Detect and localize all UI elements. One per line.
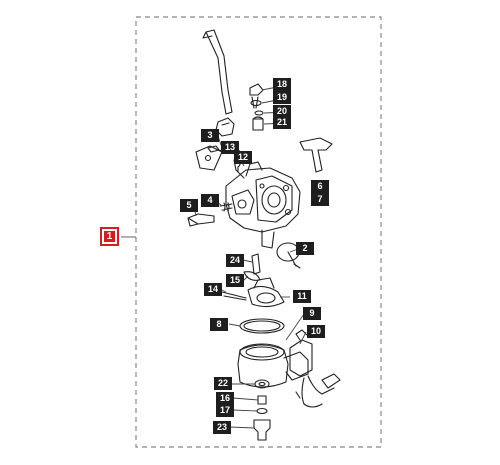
callout-15[interactable]: 15 [226, 274, 244, 287]
callout-17[interactable]: 17 [216, 404, 234, 417]
washer-19 [250, 99, 262, 107]
callout-5[interactable]: 5 [180, 199, 198, 212]
washer-17 [256, 407, 268, 415]
callout-21[interactable]: 21 [273, 116, 291, 129]
assembly-callout-label: 1 [104, 231, 115, 242]
callout-12[interactable]: 12 [234, 151, 252, 164]
callout-22[interactable]: 22 [214, 377, 232, 390]
callout-2[interactable]: 2 [296, 242, 314, 255]
float-bowl-9 [237, 343, 309, 388]
gasket-8 [239, 318, 285, 334]
callout-13[interactable]: 13 [221, 141, 239, 154]
callout-23[interactable]: 23 [213, 421, 231, 434]
screw-18 [249, 83, 264, 109]
callout-3[interactable]: 3 [201, 129, 219, 142]
callout-10[interactable]: 10 [307, 325, 325, 338]
assembly-callout[interactable]: 1 [100, 227, 119, 246]
screw-4 [219, 202, 233, 212]
callout-8[interactable]: 8 [210, 318, 228, 331]
callout-9[interactable]: 9 [303, 307, 321, 320]
pin-14 [221, 291, 247, 301]
screw-5 [187, 213, 215, 227]
plate-12 [195, 145, 223, 171]
throttle-lever [202, 29, 233, 115]
callout-20[interactable]: 20 [273, 105, 291, 118]
carburetor-body [225, 159, 301, 249]
washer-20 [254, 110, 264, 116]
callout-11[interactable]: 11 [293, 290, 311, 303]
choke-shaft [299, 137, 333, 173]
assembly-frame [135, 16, 382, 448]
callout-18[interactable]: 18 [273, 78, 291, 91]
callout-19[interactable]: 19 [273, 91, 291, 104]
needle-24 [251, 253, 261, 275]
callout-7[interactable]: 7 [311, 193, 329, 206]
callout-4[interactable]: 4 [201, 194, 219, 207]
callout-14[interactable]: 14 [204, 283, 222, 296]
bushing-21 [252, 116, 264, 131]
float-11 [247, 277, 285, 308]
callout-16[interactable]: 16 [216, 392, 234, 405]
callout-6[interactable]: 6 [311, 180, 329, 193]
callout-24[interactable]: 24 [226, 254, 244, 267]
spring-16 [257, 395, 267, 405]
drain-screw-23 [253, 419, 271, 441]
solenoid-10 [289, 329, 341, 408]
